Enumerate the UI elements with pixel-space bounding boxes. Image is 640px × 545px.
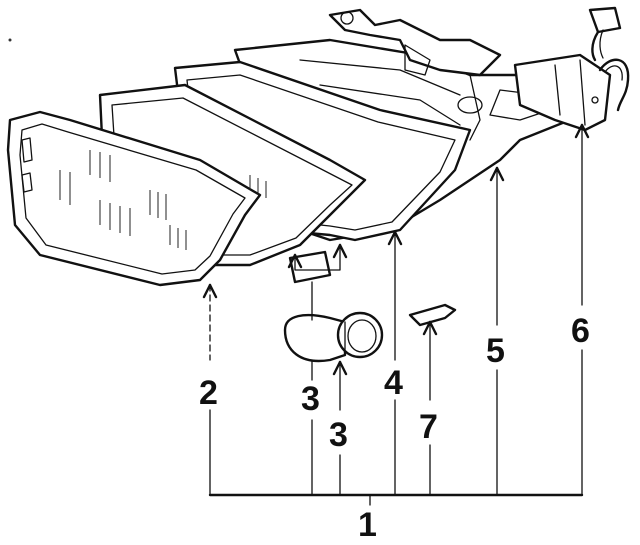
callout-5: 5	[486, 332, 505, 370]
retaining-clip	[408, 303, 457, 327]
lamp-socket	[288, 250, 332, 284]
wiring-harness-connector	[513, 6, 630, 132]
callout-7: 7	[419, 408, 438, 446]
callout-1: 1	[358, 506, 377, 544]
callout-4: 4	[384, 364, 403, 402]
bulb	[283, 311, 384, 363]
callout-6: 6	[571, 312, 590, 350]
outer-lens	[6, 110, 267, 287]
callout-3-lower: 3	[329, 416, 348, 454]
corner-dot	[8, 38, 12, 42]
callout-3-upper: 3	[301, 380, 320, 418]
mounting-bracket	[328, 8, 502, 77]
leader-lines	[202, 123, 590, 506]
callout-2: 2	[199, 374, 218, 412]
